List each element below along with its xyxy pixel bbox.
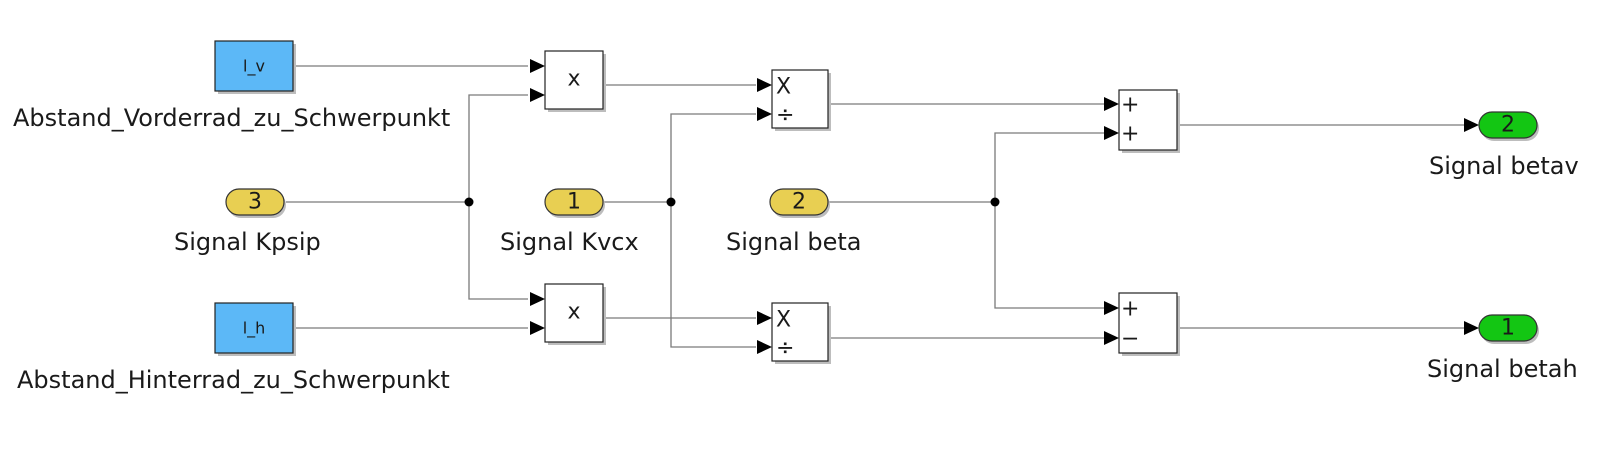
wire-kpsip-to-product-top[interactable] bbox=[468, 94, 528, 202]
outport-number: 1 bbox=[1501, 316, 1515, 341]
signal-lines bbox=[286, 65, 1470, 348]
wire-kvcx-to-divide-bottom[interactable] bbox=[670, 202, 756, 348]
minus-sign: − bbox=[1121, 327, 1139, 352]
arrow-icon bbox=[757, 107, 772, 121]
branch-point-kpsip bbox=[464, 197, 474, 207]
arrow-icon bbox=[530, 88, 545, 102]
arrow-icon bbox=[757, 78, 772, 92]
divide-block-bottom[interactable]: X ÷ bbox=[771, 302, 831, 364]
sum-block-bottom[interactable]: + − bbox=[1118, 292, 1180, 356]
arrow-icon bbox=[1104, 301, 1119, 315]
multiply-icon: x bbox=[567, 67, 580, 92]
from-block-tag: l_h bbox=[243, 319, 266, 339]
arrow-icon bbox=[1104, 331, 1119, 345]
arrow-icon bbox=[1464, 118, 1479, 132]
inport-number: 2 bbox=[792, 190, 806, 215]
inport-kvcx-label[interactable]: Signal Kvcx bbox=[500, 228, 639, 256]
from-block-tag: l_v bbox=[243, 57, 265, 77]
wire-beta-to-sum-bottom[interactable] bbox=[994, 202, 1104, 309]
arrow-icon bbox=[757, 340, 772, 354]
inport-number: 3 bbox=[248, 190, 262, 215]
plus-sign: + bbox=[1121, 297, 1139, 322]
plus-sign: + bbox=[1121, 122, 1139, 147]
divide-sign: ÷ bbox=[776, 336, 794, 361]
arrow-icon bbox=[530, 59, 545, 73]
outport-betav-label[interactable]: Signal betav bbox=[1429, 152, 1579, 180]
inport-number: 1 bbox=[567, 190, 581, 215]
outport-betav[interactable]: 2 bbox=[1478, 111, 1539, 141]
product-block-top[interactable]: x bbox=[544, 50, 606, 112]
from-block-lv-label[interactable]: Abstand_Vorderrad_zu_Schwerpunkt bbox=[13, 104, 450, 132]
inport-kpsip[interactable]: 3 bbox=[225, 188, 286, 218]
multiply-sign: X bbox=[776, 308, 791, 333]
sum-block-top[interactable]: + + bbox=[1118, 89, 1180, 153]
arrow-icon bbox=[757, 311, 772, 325]
wire-kpsip-to-product-bottom[interactable] bbox=[468, 202, 528, 300]
inport-kvcx[interactable]: 1 bbox=[544, 188, 605, 218]
outport-betah[interactable]: 1 bbox=[1478, 314, 1539, 344]
branch-points bbox=[464, 197, 1000, 207]
arrow-icon bbox=[1464, 321, 1479, 335]
branch-point-kvcx bbox=[666, 197, 676, 207]
multiply-icon: x bbox=[567, 300, 580, 325]
divide-sign: ÷ bbox=[776, 103, 794, 128]
arrow-icon bbox=[1104, 126, 1119, 140]
arrow-icon bbox=[530, 292, 545, 306]
inport-beta-label[interactable]: Signal beta bbox=[726, 228, 861, 256]
multiply-sign: X bbox=[776, 75, 791, 100]
arrow-icon bbox=[530, 321, 545, 335]
wire-kvcx-to-divide-top[interactable] bbox=[670, 113, 756, 202]
inport-kpsip-label[interactable]: Signal Kpsip bbox=[174, 228, 321, 256]
outport-betah-label[interactable]: Signal betah bbox=[1427, 355, 1578, 383]
from-block-lh-label[interactable]: Abstand_Hinterrad_zu_Schwerpunkt bbox=[17, 366, 450, 394]
inport-beta[interactable]: 2 bbox=[769, 188, 830, 218]
outport-number: 2 bbox=[1501, 113, 1515, 138]
plus-sign: + bbox=[1121, 93, 1139, 118]
from-block-lh[interactable]: l_h bbox=[214, 302, 296, 356]
divide-block-top[interactable]: X ÷ bbox=[771, 69, 831, 131]
arrowheads bbox=[530, 59, 1479, 354]
product-block-bottom[interactable]: x bbox=[544, 283, 606, 345]
arrow-icon bbox=[1104, 97, 1119, 111]
from-block-lv[interactable]: l_v bbox=[214, 40, 296, 94]
branch-point-beta bbox=[990, 197, 1000, 207]
wire-beta-to-sum-top[interactable] bbox=[994, 132, 1104, 202]
